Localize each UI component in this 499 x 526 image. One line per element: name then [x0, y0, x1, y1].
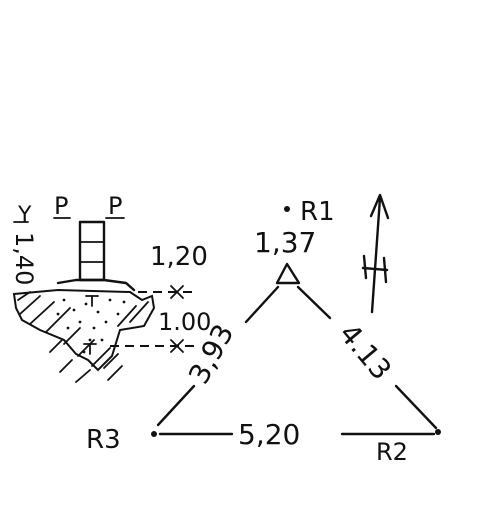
r2-label: R2	[376, 438, 408, 466]
marker-p-left: P	[54, 192, 68, 220]
line-r3-r1-lower	[156, 384, 196, 427]
r1-label: R1	[300, 197, 335, 227]
pillar-body	[78, 220, 106, 282]
line-r3-r1-upper	[244, 285, 280, 324]
cross-bottom	[170, 339, 184, 353]
ground-section	[12, 288, 156, 372]
r1-station-marker	[275, 262, 301, 285]
north-arrow-icon	[361, 193, 390, 314]
line-r1-r2-upper	[296, 285, 332, 320]
r1-height-label: 1,37	[254, 226, 316, 259]
r3-label: R3	[86, 425, 121, 455]
axis-y-label: Y	[17, 203, 32, 228]
triangle-network: R1 R3 R2 1,37 5,20 3,93 4.13	[86, 197, 441, 466]
depth-label: 1.00	[158, 308, 211, 336]
line-r1-r2-lower	[394, 384, 438, 430]
r3-point	[151, 431, 157, 437]
r2-point	[435, 429, 441, 435]
r3-r2-distance-label: 5,20	[238, 418, 300, 451]
r1-point	[284, 206, 290, 212]
r1-r2-distance-label: 4.13	[333, 317, 398, 386]
marker-p-right: P	[108, 192, 122, 220]
cross-top	[170, 285, 184, 299]
ground-depth-label: 1,40	[10, 232, 38, 285]
pillar-height-label: 1,20	[150, 242, 208, 272]
pillar-cross-section: Y P P	[10, 192, 211, 383]
